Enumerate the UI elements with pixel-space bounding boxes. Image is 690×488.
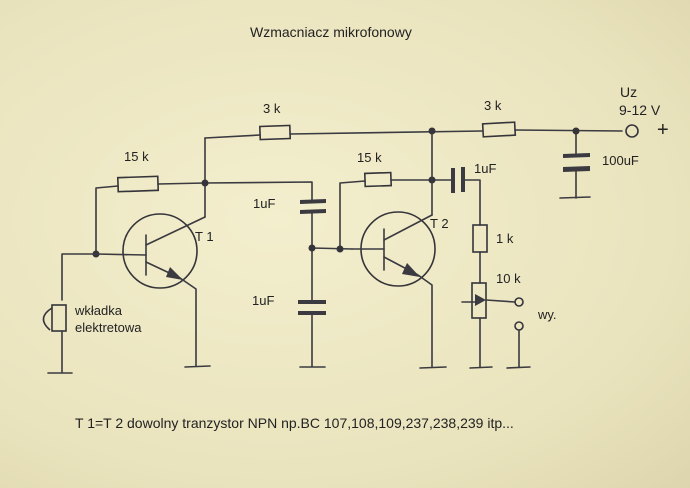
resistor-15k-first <box>116 175 160 193</box>
label-supply-voltage: 9-12 V <box>619 102 661 118</box>
label-cap-1uf-lower: 1uF <box>252 293 275 308</box>
output-wire <box>464 179 481 226</box>
label-mic-line1: wkładka <box>75 303 122 318</box>
supply-terminal-icon <box>625 124 639 138</box>
resistor-3k-second <box>481 121 517 138</box>
cap-1uf-coupling-bottom <box>300 209 326 214</box>
output-terminal-icon <box>514 297 524 307</box>
label-output: wy. <box>538 307 557 322</box>
t2-emitter-lead <box>383 256 433 368</box>
label-t2: T 2 <box>430 216 449 231</box>
t2-collector-lead <box>383 214 433 241</box>
t1-base-wire <box>61 253 147 301</box>
ground-symbol <box>559 196 591 199</box>
cap-lower-ground-wire <box>299 314 326 368</box>
label-supply-plus: + <box>657 119 669 141</box>
pot-wiper-arrow <box>475 294 486 306</box>
t1-collector-lead <box>145 216 206 246</box>
node-dot <box>308 244 316 252</box>
electret-mic-body <box>51 304 67 332</box>
cap-1uf-out-left <box>451 168 455 193</box>
label-15k-second: 15 k <box>357 150 382 165</box>
cap-1uf-lower-top <box>298 300 326 304</box>
output-ground-wire <box>469 317 531 369</box>
feedback-15k-1-wire <box>95 181 313 254</box>
resistor-3k-first <box>258 124 292 141</box>
cap-1uf-lower-bottom <box>298 311 326 315</box>
label-pot-10k: 10 k <box>496 271 521 286</box>
label-t1: T 1 <box>195 229 214 244</box>
feedback-15k-2-wire <box>339 179 453 250</box>
output-ground-terminal-icon <box>514 321 524 331</box>
electret-mic-icon <box>42 307 53 331</box>
cap-1uf-coupling-top <box>300 199 326 204</box>
label-3k-second: 3 k <box>484 98 502 113</box>
cap-100uf-top-plate <box>563 153 590 158</box>
node-dot <box>201 179 209 187</box>
diagram-title: Wzmacniacz mikrofonowy <box>250 24 412 40</box>
transistor-t1-icon <box>122 213 198 289</box>
cap-100uf-bottom-plate <box>563 166 590 172</box>
t2-emitter-arrow <box>402 263 420 277</box>
ground-symbol <box>184 365 211 368</box>
node-dot <box>572 127 580 135</box>
resistor-1k <box>472 224 488 253</box>
mic-ground-wire <box>47 330 73 374</box>
label-1k: 1 k <box>496 231 514 246</box>
transistor-note: T 1=T 2 dowolny tranzystor NPN np.BC 107… <box>75 415 514 431</box>
label-supply-name: Uz <box>620 84 638 100</box>
label-cap-1uf-coupling: 1uF <box>253 196 276 211</box>
cap-1uf-out-right <box>461 167 465 192</box>
node-dot <box>336 245 344 253</box>
ground-symbol <box>419 366 447 369</box>
label-mic-line2: elektretowa <box>75 320 142 335</box>
t1-emitter-arrow <box>166 267 183 280</box>
label-3k-first: 3 k <box>263 101 281 116</box>
t1-emitter-lead <box>145 261 197 367</box>
resistor-15k-second <box>363 171 393 188</box>
coupling-wire <box>311 212 353 301</box>
label-cap-1uf-out: 1uF <box>474 161 497 176</box>
pot-wiper-wire <box>461 299 516 303</box>
top-rail-wire <box>204 129 623 139</box>
label-15k-first: 15 k <box>124 149 149 164</box>
label-cap-100uf: 100uF <box>602 153 639 168</box>
